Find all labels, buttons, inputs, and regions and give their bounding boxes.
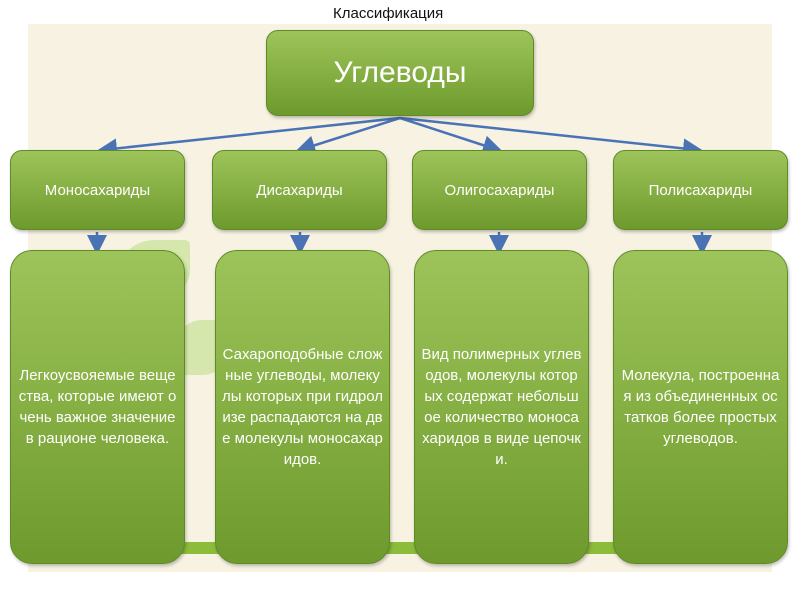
arrow-root-to-polysaccharides: [399, 116, 703, 159]
description-monosaccharides: Легкоусвояемые вещества, которые имеют о…: [10, 250, 185, 564]
description-polysaccharides: Молекула, построенная из объединенных ос…: [613, 250, 788, 564]
category-oligosaccharides: Олигосахариды: [412, 150, 587, 230]
root-node-carbohydrates: Углеводы: [266, 30, 534, 116]
description-oligosaccharides: Вид полимерных углеводов, молекулы котор…: [414, 250, 589, 564]
arrow-root-to-disaccharides: [295, 116, 401, 155]
arrow-root-to-oligosaccharides: [399, 116, 503, 155]
description-disaccharides: Сахароподобные сложные углеводы, молекул…: [215, 250, 390, 564]
category-polysaccharides: Полисахариды: [613, 150, 788, 230]
diagram-caption: Классификация: [333, 5, 444, 22]
category-monosaccharides: Моносахариды: [10, 150, 185, 230]
category-disaccharides: Дисахариды: [212, 150, 387, 230]
arrow-root-to-monosaccharides: [97, 116, 401, 159]
